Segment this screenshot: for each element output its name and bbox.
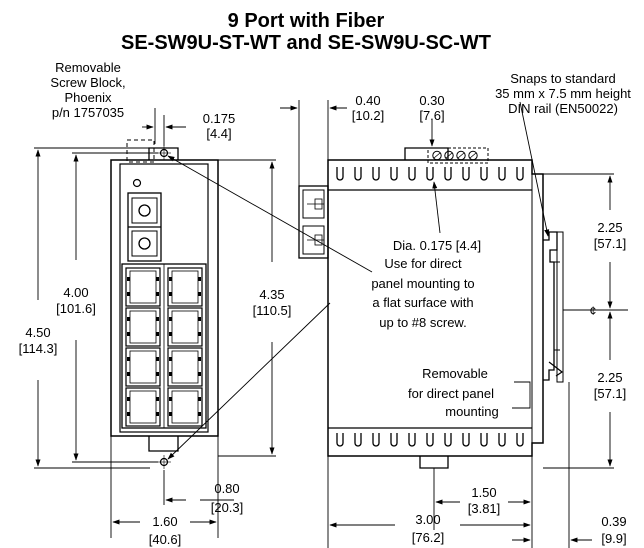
terminal-screw-icon <box>468 150 478 161</box>
dim-rail-lower-mm: [57.1] <box>594 386 627 401</box>
dim-hole-spacing-mm: [101.6] <box>56 301 96 316</box>
screw-block-label-3: Phoenix <box>65 90 112 105</box>
dim-front-width-mm: [40.6] <box>149 532 182 547</box>
side-view <box>298 147 564 469</box>
mounting-hole-label-5: up to #8 screw. <box>379 315 466 330</box>
ethernet-port-icon <box>167 387 203 427</box>
dim-side-depth-mm: [76.2] <box>412 530 445 545</box>
terminal-screw-icon <box>456 150 466 161</box>
vent-slot <box>390 166 398 181</box>
front-housing <box>110 159 219 437</box>
removable-clip-label-1: Removable <box>422 366 488 381</box>
vent-slot <box>498 166 506 181</box>
dim-terminal-offset-mm: [7.6] <box>419 108 444 123</box>
vent-slot <box>426 432 434 447</box>
din-rail-label-2: 35 mm x 7.5 mm height <box>495 86 631 101</box>
vent-slot <box>516 432 524 447</box>
dim-rail-upper-in: 2.25 <box>597 220 622 235</box>
dim-side-hole-offset-in: 1.50 <box>471 485 496 500</box>
ethernet-port-icon <box>167 267 203 307</box>
centerline-symbol: ¢ <box>590 304 597 318</box>
dim-side-hole-offset-mm: [3.81] <box>468 501 501 516</box>
status-led-icon <box>132 178 142 188</box>
mounting-hole-label-2: Use for direct <box>384 256 462 271</box>
title-line-1: 9 Port with Fiber <box>228 10 385 32</box>
vent-slot <box>390 432 398 447</box>
dim-hole-offset-mm: [4.4] <box>206 126 231 141</box>
ethernet-port-icon <box>125 387 161 427</box>
dim-front-width-in: 1.60 <box>152 514 177 529</box>
dimension-lines <box>34 100 628 548</box>
removable-clip-label-2: for direct panel <box>408 386 494 401</box>
vent-slot <box>372 432 380 447</box>
dim-hole-to-edge-mm: [20.3] <box>211 500 244 515</box>
ethernet-port-icon <box>125 267 161 307</box>
vent-slot <box>354 166 362 181</box>
dim-overall-height-mm: [114.3] <box>19 341 58 356</box>
vent-slot <box>462 166 470 181</box>
vent-slot <box>426 166 434 181</box>
screw-block-label-4: p/n 1757035 <box>52 105 124 120</box>
vent-slot <box>444 432 452 447</box>
vent-slot <box>516 166 524 181</box>
title-line-2: SE-SW9U-ST-WT and SE-SW9U-SC-WT <box>121 32 491 54</box>
fiber-port-icon <box>138 237 151 250</box>
screw-block-label-2: Screw Block, <box>50 75 125 90</box>
dim-side-depth-in: 3.00 <box>415 512 440 527</box>
dim-rail-upper-mm: [57.1] <box>594 236 627 251</box>
ethernet-port-icon <box>167 347 203 387</box>
removable-clip-label-3: mounting <box>445 404 498 419</box>
side-housing <box>327 159 544 457</box>
fiber-connector <box>298 185 329 259</box>
dim-terminal-offset-in: 0.30 <box>419 93 444 108</box>
dim-hole-spacing-in: 4.00 <box>63 285 88 300</box>
ethernet-port-icon <box>167 307 203 347</box>
ethernet-port-icon <box>125 347 161 387</box>
dim-hole-offset-in: 0.175 <box>203 111 236 126</box>
vent-slot <box>372 166 380 181</box>
din-rail-clip <box>543 231 564 383</box>
fiber-port-icon <box>138 204 151 217</box>
dim-hole-to-edge-in: 0.80 <box>214 481 239 496</box>
vent-slot <box>462 432 470 447</box>
terminal-block <box>427 147 489 164</box>
dim-connector-depth-in: 0.40 <box>355 93 380 108</box>
dim-front-height-in: 4.35 <box>259 287 284 302</box>
vent-slot <box>336 432 344 447</box>
terminal-screw-icon <box>444 150 454 161</box>
dim-connector-depth-mm: [10.2] <box>352 108 385 123</box>
side-top-tab <box>404 147 449 160</box>
dim-overall-height-in: 4.50 <box>25 325 50 340</box>
side-bottom-tab <box>419 456 449 469</box>
dim-rail-lower-in: 2.25 <box>597 370 622 385</box>
dim-front-height-mm: [110.5] <box>253 303 292 318</box>
top-mounting-tab <box>148 147 179 160</box>
vent-slot <box>354 432 362 447</box>
vent-slot <box>444 166 452 181</box>
screw-block-outline <box>126 139 155 163</box>
screw-block-label-1: Removable <box>55 60 121 75</box>
bottom-mounting-tab <box>148 436 179 452</box>
din-rail-label-1: Snaps to standard <box>510 71 616 86</box>
vent-slot <box>480 166 488 181</box>
din-rail <box>556 231 564 383</box>
vent-slot <box>408 166 416 181</box>
vent-slot <box>336 166 344 181</box>
vent-slot <box>498 432 506 447</box>
ethernet-port-icon <box>125 307 161 347</box>
dim-rail-depth-mm: [9.9] <box>601 531 626 546</box>
vent-slot <box>480 432 488 447</box>
mounting-hole-label-4: a flat surface with <box>372 295 473 310</box>
mounting-hole-label-3: panel mounting to <box>371 276 474 291</box>
din-rail-label-3: DIN rail (EN50022) <box>508 101 618 116</box>
mounting-hole-label-1: Dia. 0.175 [4.4] <box>393 238 481 253</box>
vent-slot <box>408 432 416 447</box>
dim-rail-depth-in: 0.39 <box>601 514 626 529</box>
front-view <box>110 139 219 469</box>
front-faceplate <box>119 163 209 433</box>
terminal-screw-icon <box>432 150 442 161</box>
